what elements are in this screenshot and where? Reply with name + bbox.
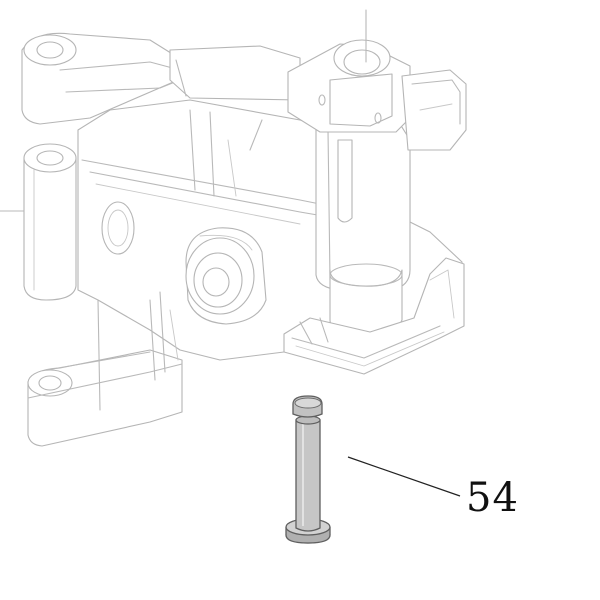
top-clamp-block xyxy=(287,9,467,151)
upper-bracket-arm xyxy=(21,32,301,125)
right-post xyxy=(315,121,411,337)
leader-line xyxy=(347,456,461,497)
left-cylinder xyxy=(23,143,77,301)
lower-mounting-flange xyxy=(27,349,183,447)
front-boss xyxy=(185,227,267,325)
housing-assembly xyxy=(0,9,467,447)
base-plate xyxy=(283,257,465,375)
part-number-label: 54 xyxy=(466,475,519,521)
pin-shank xyxy=(295,419,321,532)
pin-part xyxy=(285,395,331,544)
